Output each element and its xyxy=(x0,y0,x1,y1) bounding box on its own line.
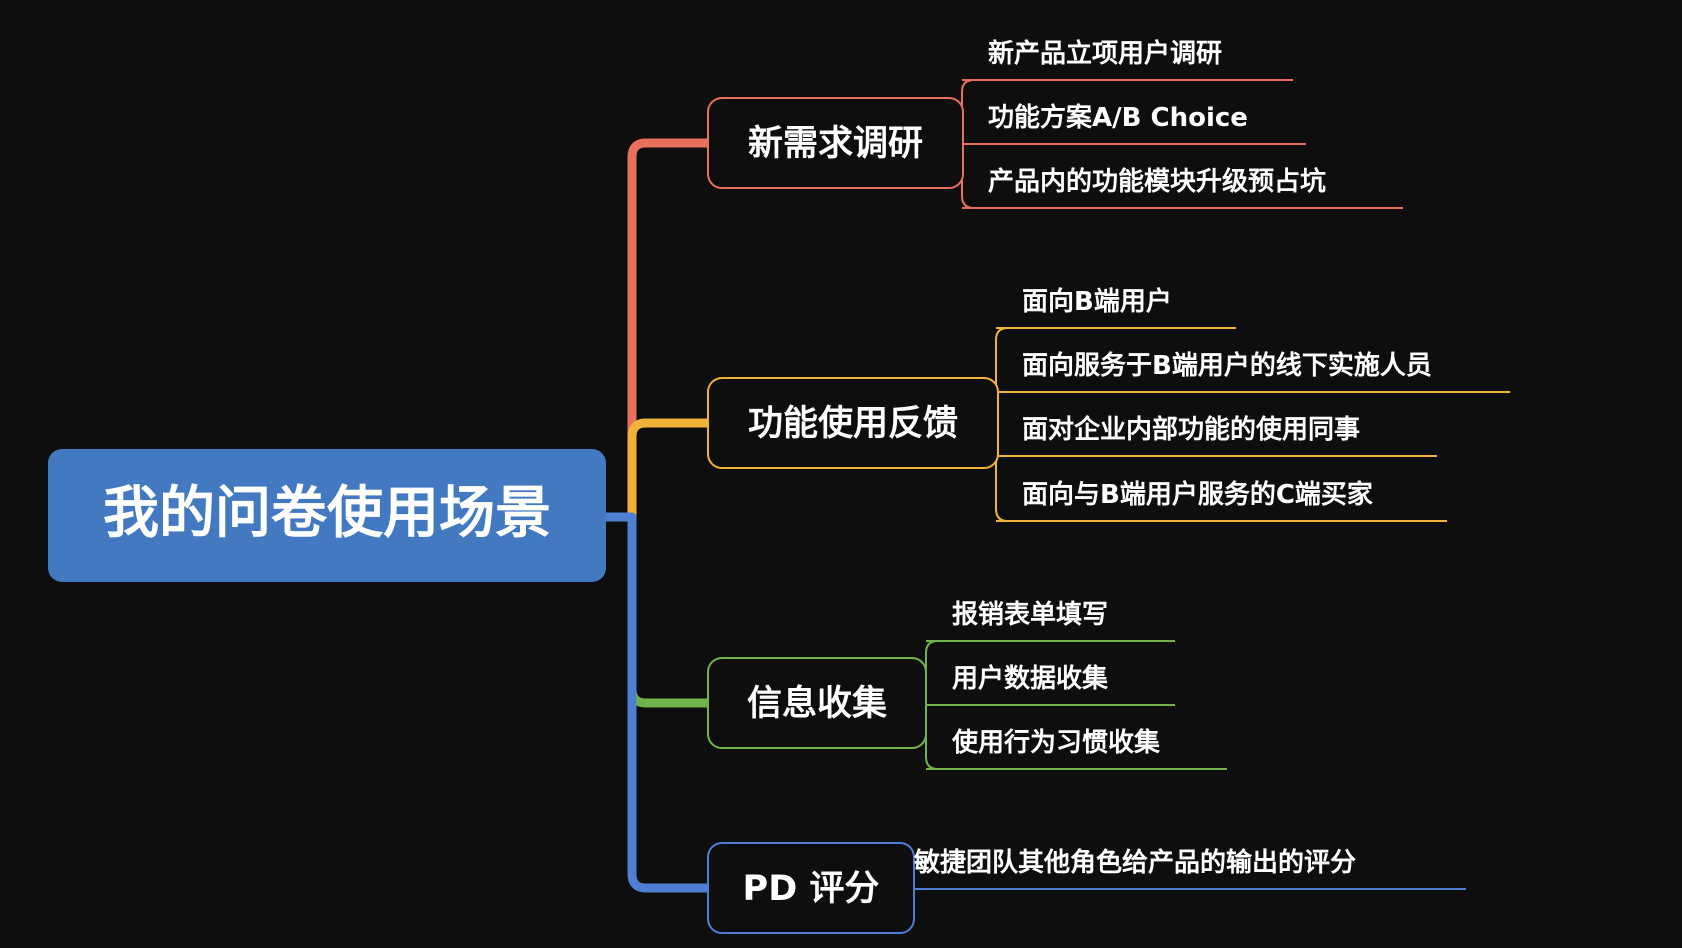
root-node[interactable]: 我的问卷使用场景 xyxy=(48,449,606,582)
leaf-label[interactable]: 产品内的功能模块升级预占坑 xyxy=(988,166,1326,197)
leaf-label[interactable]: 使用行为习惯收集 xyxy=(951,727,1161,758)
leaf-label[interactable]: 面向服务于B端用户的线下实施人员 xyxy=(1022,350,1432,381)
branch-node-box xyxy=(707,657,927,749)
branch-connector xyxy=(601,512,713,893)
leaf-label[interactable]: 用户数据收集 xyxy=(952,663,1109,694)
leaf-label[interactable]: 面向与B端用户服务的C端买家 xyxy=(1022,479,1373,510)
branch-connector xyxy=(601,418,713,522)
branch-node-box xyxy=(707,377,999,469)
branch-node[interactable]: 新需求调研 xyxy=(707,97,964,189)
leaf-label[interactable]: 新产品立项用户调研 xyxy=(988,38,1222,69)
leaf-label[interactable]: 面对企业内部功能的使用同事 xyxy=(1022,414,1360,445)
branch-connector xyxy=(601,138,713,522)
branch-label: PD 评分 xyxy=(743,869,880,909)
leaf-label[interactable]: 面向B端用户 xyxy=(1022,286,1172,317)
branch-node[interactable]: PD 评分 xyxy=(707,842,915,934)
connectors xyxy=(601,79,1510,893)
branch-label: 功能使用反馈 xyxy=(748,404,958,444)
branch-label: 信息收集 xyxy=(747,683,887,724)
branch-node-box xyxy=(707,97,964,189)
leaf-label[interactable]: 功能方案A/B Choice xyxy=(988,102,1248,133)
branch-connector xyxy=(601,512,713,708)
branch-node[interactable]: 信息收集 xyxy=(707,657,927,749)
leaf-label[interactable]: 报销表单填写 xyxy=(952,599,1108,630)
branch-node[interactable]: 功能使用反馈 xyxy=(707,377,999,469)
leaf-label[interactable]: 敏捷团队其他角色给产品的输出的评分 xyxy=(913,847,1356,878)
branch-node-box xyxy=(707,842,915,934)
root-label: 我的问卷使用场景 xyxy=(103,481,551,546)
branch-label: 新需求调研 xyxy=(748,124,923,164)
